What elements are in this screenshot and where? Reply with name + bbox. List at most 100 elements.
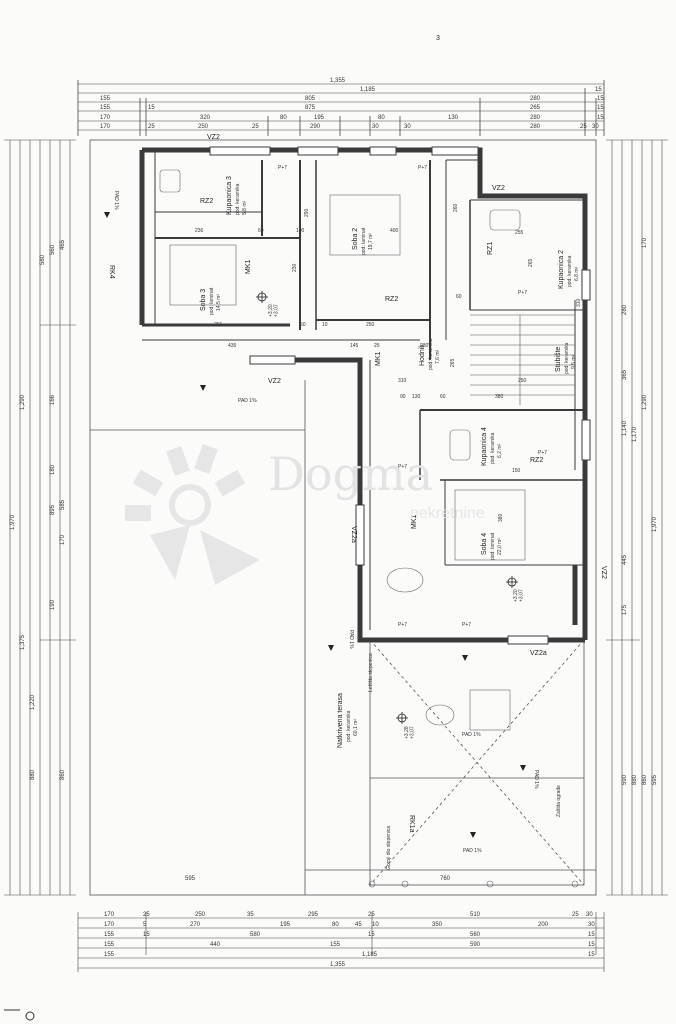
- room-name: Kupaonica 4: [481, 427, 488, 466]
- room-area: 9,5 m²: [571, 354, 577, 369]
- room-stubiste: Stubište pod: keramika 9,5 m²: [555, 342, 577, 374]
- interior-dim-3: 100: [296, 228, 305, 234]
- top-dim-row5-6: 280: [530, 115, 541, 121]
- right-dim-4: 170: [642, 237, 648, 248]
- room-soba-2: Soba 2 pod: laminat 19,7 m²: [352, 227, 374, 255]
- interior-dim-24: 150: [512, 468, 521, 474]
- building-walls: [139, 147, 588, 643]
- interior-dim-0: 236: [195, 228, 204, 234]
- bottom-dim-row1-2: 250: [195, 912, 206, 918]
- label-railing-protection: Zaštita ograde: [556, 785, 562, 817]
- wall-code-rk4: RK4: [108, 265, 115, 279]
- room-detail: pod: laminat: [361, 227, 367, 255]
- slope-label-3: PAD 1%: [462, 732, 481, 738]
- interior-dim-8: 10: [322, 322, 328, 328]
- wall-code-vz2-middle: VZ2: [268, 378, 281, 385]
- room-name: Soba 3: [200, 289, 207, 311]
- window-openings: [209, 146, 591, 645]
- slope-arrows: [104, 212, 526, 838]
- bottom-dim-row5-2: 15: [588, 952, 595, 958]
- top-dim-row3-2: 280: [530, 96, 541, 102]
- right-dim-9: 590: [622, 774, 628, 785]
- bottom-dim-row3-3: 15: [368, 932, 375, 938]
- left-dim-2: 1,220: [30, 694, 36, 710]
- section-mark: [4, 1009, 35, 1021]
- left-dim-11: 170: [60, 534, 66, 545]
- right-dim-10: 880: [632, 774, 638, 785]
- interior-dim-21: 380: [498, 513, 504, 522]
- wall-code-rz2-middle: RZ2: [385, 296, 398, 303]
- terrace-outline: [89, 139, 597, 896]
- interior-dim-12: 25: [374, 343, 380, 349]
- left-dim-9: 180: [50, 464, 56, 475]
- right-dim-7: 445: [622, 554, 628, 565]
- top-dim-row3-0: 155: [100, 96, 111, 102]
- room-kupaonica-4: Kupaonica 4 pod: keramika 6,2 m²: [481, 427, 503, 466]
- slope-label-0: PAD 1%: [113, 191, 119, 210]
- top-dim-row3-1: 805: [305, 96, 316, 102]
- interior-dim-9: 250: [366, 322, 375, 328]
- interior-dim-22: 260: [453, 203, 459, 212]
- bottom-dim-row1-6: 510: [470, 912, 481, 918]
- interior-dim-19: 265: [528, 258, 534, 267]
- bottom-dim-row2-1: 5: [143, 922, 147, 928]
- top-dim-row4-0: 155: [100, 105, 111, 111]
- watermark-tagline: nekretnine: [410, 505, 485, 522]
- wall-code-rz2-top: RZ2: [200, 198, 213, 205]
- wall-code-vz2a-bottom: VZ2a: [530, 650, 547, 657]
- top-dim-row5-1: 320: [200, 115, 211, 121]
- interior-dim-30: P+7: [518, 290, 527, 296]
- bottom-dim-row1-4: 295: [308, 912, 319, 918]
- interior-dim-13: 230: [420, 343, 429, 349]
- top-dim-row6-4: 290: [310, 124, 321, 130]
- interior-dim-31: P+7: [538, 450, 547, 456]
- bottom-dim-row2-8: 200: [538, 922, 549, 928]
- bottom-dim-row5-1: 1,185: [362, 952, 378, 958]
- interior-dim-6: 355: [214, 322, 223, 328]
- right-dim-2: 1,170: [632, 426, 638, 442]
- room-area: 6,8 m²: [574, 266, 580, 281]
- slope-label-4: PAD 1%: [533, 770, 539, 789]
- bottom-dim-row1-7: 25: [572, 912, 579, 918]
- top-dim-row5-2: 80: [280, 115, 287, 121]
- room-name: Hodnik: [419, 344, 426, 366]
- interior-dim-20: 250: [518, 378, 527, 384]
- label-upper-stairs: Gornji dio stepenica: [386, 826, 392, 870]
- top-dim-row1-0: 1,355: [330, 78, 346, 84]
- room-area: 7,6 m²: [435, 349, 441, 364]
- right-dim-8: 175: [622, 604, 628, 615]
- wall-code-mk1-top: MK1: [245, 260, 252, 275]
- slope-label-2: PAD 1%: [348, 630, 354, 649]
- wall-code-rz1: RZ1: [487, 242, 494, 255]
- interior-dim-14: 265: [450, 358, 456, 367]
- room-area: 5,8 m²: [242, 200, 248, 215]
- room-area: 22,0 m²: [497, 538, 503, 555]
- room-detail: pod: laminat: [209, 287, 215, 315]
- wall-code-vz2a-left: VZ2a: [350, 526, 357, 543]
- top-dim-row6-9: 30: [592, 124, 599, 130]
- bottom-dim-row3-4: 560: [470, 932, 481, 938]
- left-dim-14: 880: [30, 769, 36, 780]
- bottom-dim-row3-2: 580: [250, 932, 261, 938]
- left-dim-10: 190: [50, 599, 56, 610]
- bottom-dim-row4-0: 155: [104, 942, 115, 948]
- room-name: Natkrivena terasa: [337, 693, 344, 748]
- interior-dim-18: 310: [576, 298, 582, 307]
- room-detail: pod: keramika: [567, 255, 573, 287]
- bottom-dim-row2-5: 45: [355, 922, 362, 928]
- room-detail: pod: keramika: [428, 338, 434, 370]
- top-dim-row6-1: 25: [148, 124, 155, 130]
- left-dim-0: 1,970: [10, 514, 16, 530]
- right-dim-6: 280: [622, 304, 628, 315]
- staircase: [470, 314, 575, 405]
- bottom-dim-row4-1: 440: [210, 942, 221, 948]
- interior-dim-5: 230: [292, 263, 298, 272]
- level-2: +3,28+3,07: [404, 726, 416, 739]
- bottom-dim-row2-3: 195: [280, 922, 291, 928]
- interior-dim-34: P+7: [398, 464, 407, 470]
- right-dim-12: 595: [652, 774, 658, 785]
- top-dim-row6-7: 280: [530, 124, 541, 130]
- bottom-dim-row2-2: 270: [190, 922, 201, 928]
- room-area: 6,2 m²: [497, 443, 503, 458]
- interior-dim-16: 380: [495, 394, 504, 400]
